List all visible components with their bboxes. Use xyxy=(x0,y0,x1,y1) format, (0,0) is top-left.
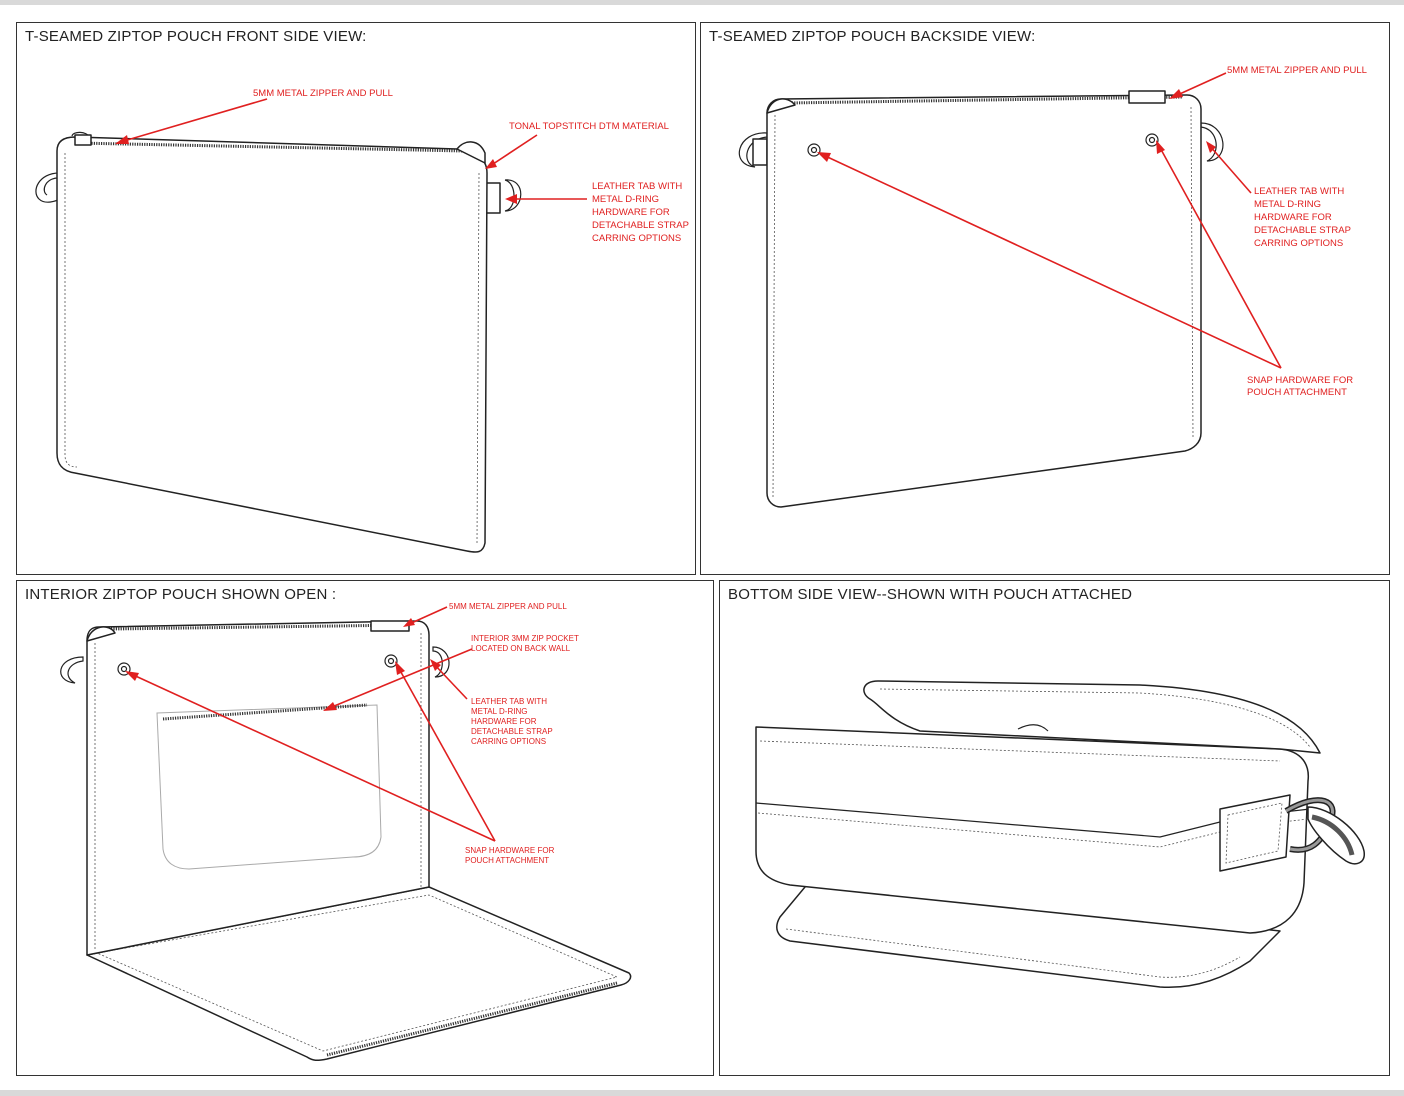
front-tab-line: LEATHER TAB WITH xyxy=(592,181,682,192)
pouch-body xyxy=(56,136,488,553)
bottom-view-drawing xyxy=(755,680,1365,989)
interior-tab-line: METAL D-RING xyxy=(471,707,527,716)
right-d-ring-icon xyxy=(504,179,522,212)
interior-tab-line: DETACHABLE STRAP xyxy=(471,727,553,736)
front-tab-line: CARRING OPTIONS xyxy=(592,233,681,244)
snap-icon xyxy=(384,654,398,668)
back-snap-line: SNAP HARDWARE FOR xyxy=(1247,375,1353,386)
front-tab-line: HARDWARE FOR xyxy=(592,207,670,218)
interior-tab-line: CARRING OPTIONS xyxy=(471,737,546,746)
interior-zipper-label: 5MM METAL ZIPPER AND PULL xyxy=(449,602,567,611)
left-d-ring-icon xyxy=(35,172,60,203)
right-d-ring-icon xyxy=(1200,122,1224,162)
interior-pocket-line: LOCATED ON BACK WALL xyxy=(471,644,571,653)
panel-title: INTERIOR ZIPTOP POUCH SHOWN OPEN : xyxy=(25,586,337,603)
back-snap-line: POUCH ATTACHMENT xyxy=(1247,387,1347,398)
interior-view-drawing: 5MM METAL ZIPPER AND PULL INTERIOR 3MM Z… xyxy=(60,602,632,1062)
bottom-bar xyxy=(0,1090,1404,1096)
panel-title: T-SEAMED ZIPTOP POUCH BACKSIDE VIEW: xyxy=(709,28,1036,45)
right-d-ring-icon xyxy=(432,646,450,678)
front-zipper-label: 5MM METAL ZIPPER AND PULL xyxy=(253,88,393,99)
back-tab-line: METAL D-RING xyxy=(1254,199,1321,210)
bag-top-flap xyxy=(863,680,1321,754)
top-bar xyxy=(0,0,1404,5)
front-view-drawing: 5MM METAL ZIPPER AND PULL TONAL TOPSTITC… xyxy=(35,88,689,553)
front-tab-line: DETACHABLE STRAP xyxy=(592,220,689,231)
panel-title: T-SEAMED ZIPTOP POUCH FRONT SIDE VIEW: xyxy=(25,28,367,45)
interior-snap-line: SNAP HARDWARE FOR xyxy=(465,846,555,855)
bag-body xyxy=(755,726,1310,934)
interior-pocket-line: INTERIOR 3MM ZIP POCKET xyxy=(471,634,579,643)
interior-tab-line: LEATHER TAB WITH xyxy=(471,697,547,706)
panel-front-view: T-SEAMED ZIPTOP POUCH FRONT SIDE VIEW: 5… xyxy=(16,22,696,575)
pouch-back-wall xyxy=(86,620,430,956)
panel-interior-view: INTERIOR ZIPTOP POUCH SHOWN OPEN : xyxy=(16,580,714,1076)
pouch-floor xyxy=(86,886,632,1062)
back-tab-line: HARDWARE FOR xyxy=(1254,212,1332,223)
panel-bottom-view: BOTTOM SIDE VIEW--SHOWN WITH POUCH ATTAC… xyxy=(719,580,1390,1076)
front-topstitch-label: TONAL TOPSTITCH DTM MATERIAL xyxy=(509,121,669,132)
interior-pocket xyxy=(156,704,382,870)
snap-icon xyxy=(807,143,821,157)
back-tab-line: CARRING OPTIONS xyxy=(1254,238,1343,249)
pocket-zipper xyxy=(162,703,368,721)
snap-icon xyxy=(117,662,131,676)
front-tab-line: METAL D-RING xyxy=(592,194,659,205)
back-zipper-label: 5MM METAL ZIPPER AND PULL xyxy=(1227,65,1367,76)
panel-title: BOTTOM SIDE VIEW--SHOWN WITH POUCH ATTAC… xyxy=(728,586,1133,603)
snap-icon xyxy=(1145,133,1159,147)
zipper xyxy=(110,623,410,631)
interior-tab-line: HARDWARE FOR xyxy=(471,717,537,726)
back-tab-line: DETACHABLE STRAP xyxy=(1254,225,1351,236)
left-d-ring-icon xyxy=(60,656,84,684)
back-tab-line: LEATHER TAB WITH xyxy=(1254,186,1344,197)
panel-back-view: T-SEAMED ZIPTOP POUCH BACKSIDE VIEW: 5MM… xyxy=(700,22,1390,575)
pouch-bottom-flap xyxy=(776,880,1281,989)
back-view-drawing: 5MM METAL ZIPPER AND PULL LEATHER TAB WI… xyxy=(738,65,1367,508)
interior-snap-line: POUCH ATTACHMENT xyxy=(465,856,549,865)
